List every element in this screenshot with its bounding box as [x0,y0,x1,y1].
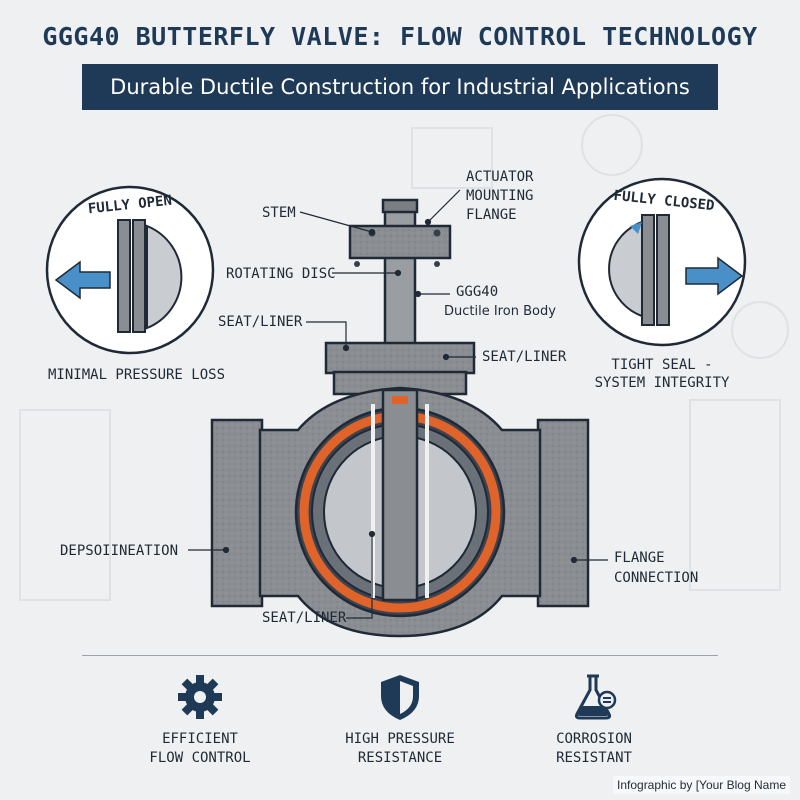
flow-arrow-right-icon [685,256,744,296]
label-stem: STEM [262,205,296,221]
label-seat-liner-bottom: SEAT/LINER [262,610,347,626]
subtitle-banner: Durable Ductile Construction for Industr… [82,64,718,110]
fully-open-caption: MINIMAL PRESSURE LOSS [48,367,226,383]
fully-closed-caption: TIGHT SEAL - SYSTEM INTEGRITY [594,357,730,391]
feature-label: HIGH PRESSURE RESISTANCE [345,731,455,766]
feature-high-pressure: HIGH PRESSURE RESISTANCE [310,672,490,768]
feature-label: CORROSION RESISTANT [556,731,632,766]
label-actuator-flange: ACTUATOR MOUNTING FLANGE [466,169,534,223]
feature-label: EFFICIENT FLOW CONTROL [149,731,251,766]
label-seat-liner-upper-left: SEAT/LINER [218,314,303,330]
label-seat-liner-upper-right: SEAT/LINER [482,349,567,365]
flow-arrow-left-icon [54,260,111,300]
feature-corrosion-resistant: CORROSION RESISTANT [504,672,684,768]
divider [82,655,718,656]
fully-open-inset [45,185,215,355]
flask-icon [574,674,617,720]
background-blueprint [19,114,789,601]
label-rotating-disc: ROTATING DISC [226,266,336,282]
feature-efficient-flow: EFFICIENT FLOW CONTROL [110,672,290,768]
credit-text: Infographic by [Your Blog Name [613,776,790,794]
valve-body [210,198,590,638]
callout-leaders [188,189,608,619]
page-title: GGG40 BUTTERFLY VALVE: FLOW CONTROL TECH… [42,22,758,51]
label-body-code: GGG40 [456,284,499,300]
shield-icon [381,675,419,720]
label-flange-connection: FLANGE CONNECTION [614,550,699,586]
fully-closed-inset [577,177,747,347]
label-body-desc: Ductile Iron Body [444,304,556,319]
gear-icon [178,675,222,719]
label-left-body: DEPSOIINEATION [60,543,179,559]
